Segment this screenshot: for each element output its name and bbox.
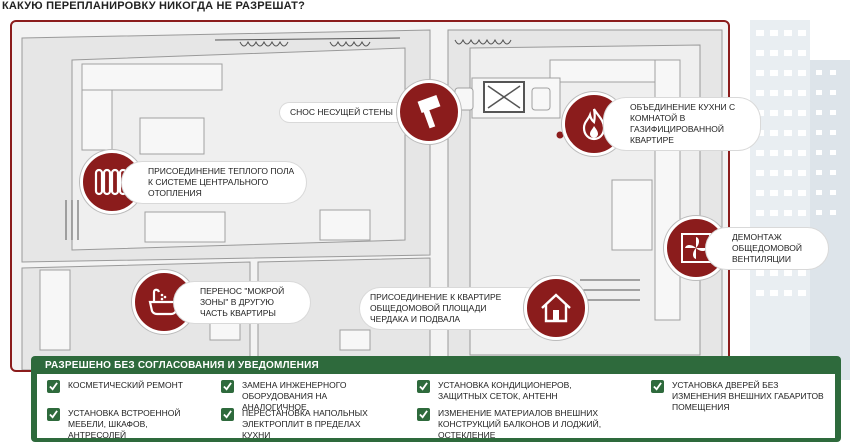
hammer-icon	[396, 80, 461, 144]
allowed-item: ИЗМЕНЕНИЕ МАТЕРИАЛОВ ВНЕШНИХ КОНСТРУКЦИЙ…	[417, 408, 617, 441]
checkmark-icon	[47, 408, 60, 421]
callout-warm-floor: ПРИСОЕДИНЕНИЕ ТЕПЛОГО ПОЛА К СИСТЕМЕ ЦЕН…	[80, 150, 306, 214]
allowed-item: УСТАНОВКА ДВЕРЕЙ БЕЗ ИЗМЕНЕНИЯ ВНЕШНИХ Г…	[651, 380, 831, 413]
callout-label: ОБЪЕДИНЕНИЕ КУХНИ С КОМНАТОЙ В ГАЗИФИЦИР…	[604, 98, 760, 150]
checkmark-icon	[221, 380, 234, 393]
allowed-panel: РАЗРЕШЕНО БЕЗ СОГЛАСОВАНИЯ И УВЕДОМЛЕНИЯ…	[31, 356, 841, 442]
allowed-panel-title: РАЗРЕШЕНО БЕЗ СОГЛАСОВАНИЯ И УВЕДОМЛЕНИЯ	[45, 360, 319, 371]
callout-label: ПРИСОЕДИНЕНИЕ ТЕПЛОГО ПОЛА К СИСТЕМЕ ЦЕН…	[122, 161, 306, 203]
allowed-item: КОСМЕТИЧЕСКИЙ РЕМОНТ	[47, 380, 197, 393]
callout-label: ДЕМОНТАЖ ОБЩЕДОМОВОЙ ВЕНТИЛЯЦИИ	[706, 227, 828, 269]
allowed-item: УСТАНОВКА КОНДИЦИОНЕРОВ, ЗАЩИТНЫХ СЕТОК,…	[417, 380, 607, 402]
checkmark-icon	[417, 408, 430, 421]
callout-load-bearing-wall: СНОС НЕСУЩЕЙ СТЕНЫ	[280, 80, 461, 144]
checkmark-icon	[47, 380, 60, 393]
allowed-item-label: УСТАНОВКА КОНДИЦИОНЕРОВ, ЗАЩИТНЫХ СЕТОК,…	[438, 380, 572, 401]
page-title: КАКУЮ ПЕРЕПЛАНИРОВКУ НИКОГДА НЕ РАЗРЕШАТ…	[2, 0, 306, 12]
allowed-item-label: УСТАНОВКА ВСТРОЕННОЙ МЕБЕЛИ, ШКАФОВ, АНТ…	[68, 408, 181, 440]
callout-ventilation: ДЕМОНТАЖ ОБЩЕДОМОВОЙ ВЕНТИЛЯЦИИ	[664, 216, 828, 280]
house-icon	[524, 276, 588, 340]
callout-label: ПЕРЕНОС "МОКРОЙ ЗОНЫ" В ДРУГУЮ ЧАСТЬ КВА…	[174, 281, 310, 323]
allowed-item-label: ИЗМЕНЕНИЕ МАТЕРИАЛОВ ВНЕШНИХ КОНСТРУКЦИЙ…	[438, 408, 602, 440]
allowed-item-label: КОСМЕТИЧЕСКИЙ РЕМОНТ	[68, 380, 183, 390]
checkmark-icon	[651, 380, 664, 393]
callout-kitchen-gas: ОБЪЕДИНЕНИЕ КУХНИ С КОМНАТОЙ В ГАЗИФИЦИР…	[562, 92, 760, 156]
allowed-item: ЗАМЕНА ИНЖЕНЕРНОГО ОБОРУДОВАНИЯ НА АНАЛО…	[221, 380, 371, 413]
allowed-item-label: ПЕРЕСТАНОВКА НАПОЛЬНЫХ ЭЛЕКТРОПЛИТ В ПРЕ…	[242, 408, 368, 440]
allowed-item-label: УСТАНОВКА ДВЕРЕЙ БЕЗ ИЗМЕНЕНИЯ ВНЕШНИХ Г…	[672, 380, 824, 412]
callout-wet-zone: ПЕРЕНОС "МОКРОЙ ЗОНЫ" В ДРУГУЮ ЧАСТЬ КВА…	[132, 270, 310, 334]
callout-attic-basement: ПРИСОЕДИНЕНИЕ К КВАРТИРЕ ОБЩЕДОМОВОЙ ПЛО…	[360, 276, 588, 340]
checkmark-icon	[221, 408, 234, 421]
allowed-item: УСТАНОВКА ВСТРОЕННОЙ МЕБЕЛИ, ШКАФОВ, АНТ…	[47, 408, 197, 441]
allowed-item-label: ЗАМЕНА ИНЖЕНЕРНОГО ОБОРУДОВАНИЯ НА АНАЛО…	[242, 380, 347, 412]
allowed-list: КОСМЕТИЧЕСКИЙ РЕМОНТ УСТАНОВКА ВСТРОЕННО…	[37, 374, 835, 441]
checkmark-icon	[417, 380, 430, 393]
callout-label: СНОС НЕСУЩЕЙ СТЕНЫ	[280, 102, 419, 122]
callout-label: ПРИСОЕДИНЕНИЕ К КВАРТИРЕ ОБЩЕДОМОВОЙ ПЛО…	[360, 287, 546, 329]
allowed-item: ПЕРЕСТАНОВКА НАПОЛЬНЫХ ЭЛЕКТРОПЛИТ В ПРЕ…	[221, 408, 371, 441]
